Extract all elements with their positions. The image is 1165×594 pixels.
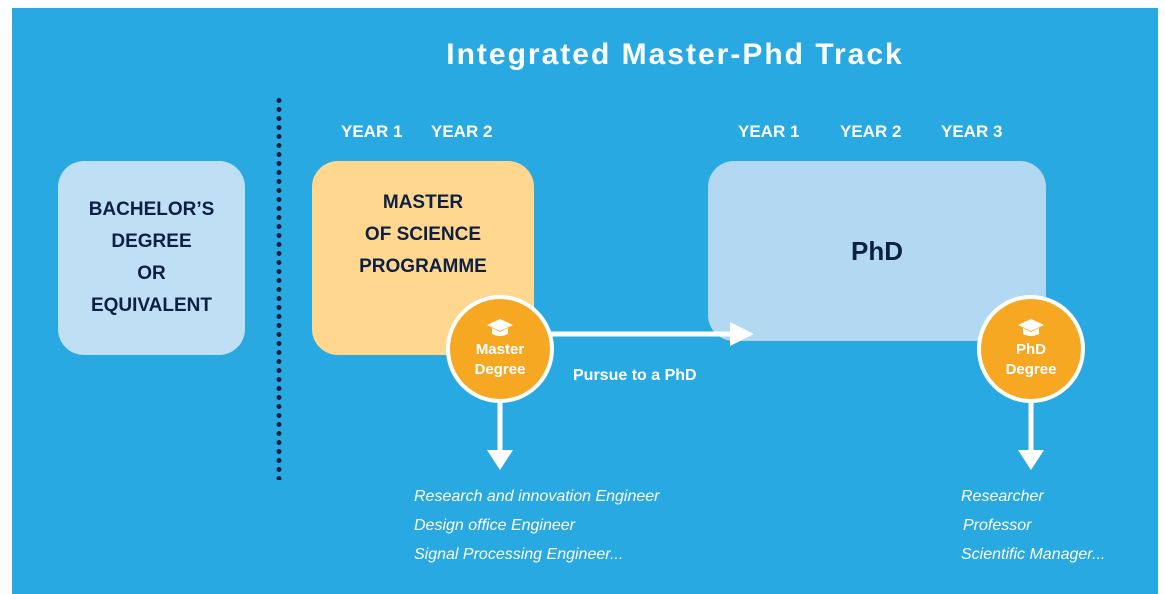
dotted-separator [276,96,282,480]
career-item: Research and innovation Engineer [414,488,660,505]
master-badge-line1: Master [475,341,525,358]
phd-label: PhD [851,235,903,266]
phd-box: PhD [708,161,1046,341]
bachelor-line: BACHELOR’S [88,199,215,220]
graduation-cap-icon [1018,319,1044,336]
master-badge-line2: Degree [474,361,526,378]
master-line: PROGRAMME [359,256,487,277]
bachelor-line: EQUIVALENT [90,295,213,316]
master-line: MASTER [382,192,464,213]
pursue-phd-arrow [548,322,754,346]
phd-year-1-label: YEAR 1 [738,122,800,141]
career-item: Professor [963,517,1032,534]
bachelor-line: DEGREE [111,231,192,252]
graduation-cap-icon [487,319,513,336]
career-item: Design office Engineer [414,517,575,534]
bachelor-degree-box: BACHELOR’S DEGREE OR EQUIVALENT [58,161,245,355]
master-year-2-label: YEAR 2 [431,122,493,141]
phd-careers-arrow [1018,395,1044,470]
phd-degree-badge: PhD Degree [977,295,1085,403]
phd-year-3-label: YEAR 3 [941,122,1003,141]
career-item: Signal Processing Engineer... [414,546,624,563]
phd-badge-line2: Degree [1005,361,1057,378]
pursue-phd-label: Pursue to a PhD [573,367,697,384]
phd-careers-list: Researcher Professor Scientific Manager.… [961,482,1105,569]
master-careers-list: Research and innovation Engineer Design … [414,482,660,569]
master-line: OF SCIENCE [364,224,482,245]
phd-year-2-label: YEAR 2 [840,122,902,141]
master-careers-arrow [487,395,513,470]
bachelor-line: OR [137,263,166,284]
master-year-1-label: YEAR 1 [341,122,403,141]
career-item: Researcher [961,488,1044,505]
master-degree-badge: Master Degree [446,295,554,403]
career-item: Scientific Manager... [961,546,1106,563]
phd-badge-line1: PhD [1016,341,1046,358]
diagram-title: Integrated Master-Phd Track [446,38,904,71]
